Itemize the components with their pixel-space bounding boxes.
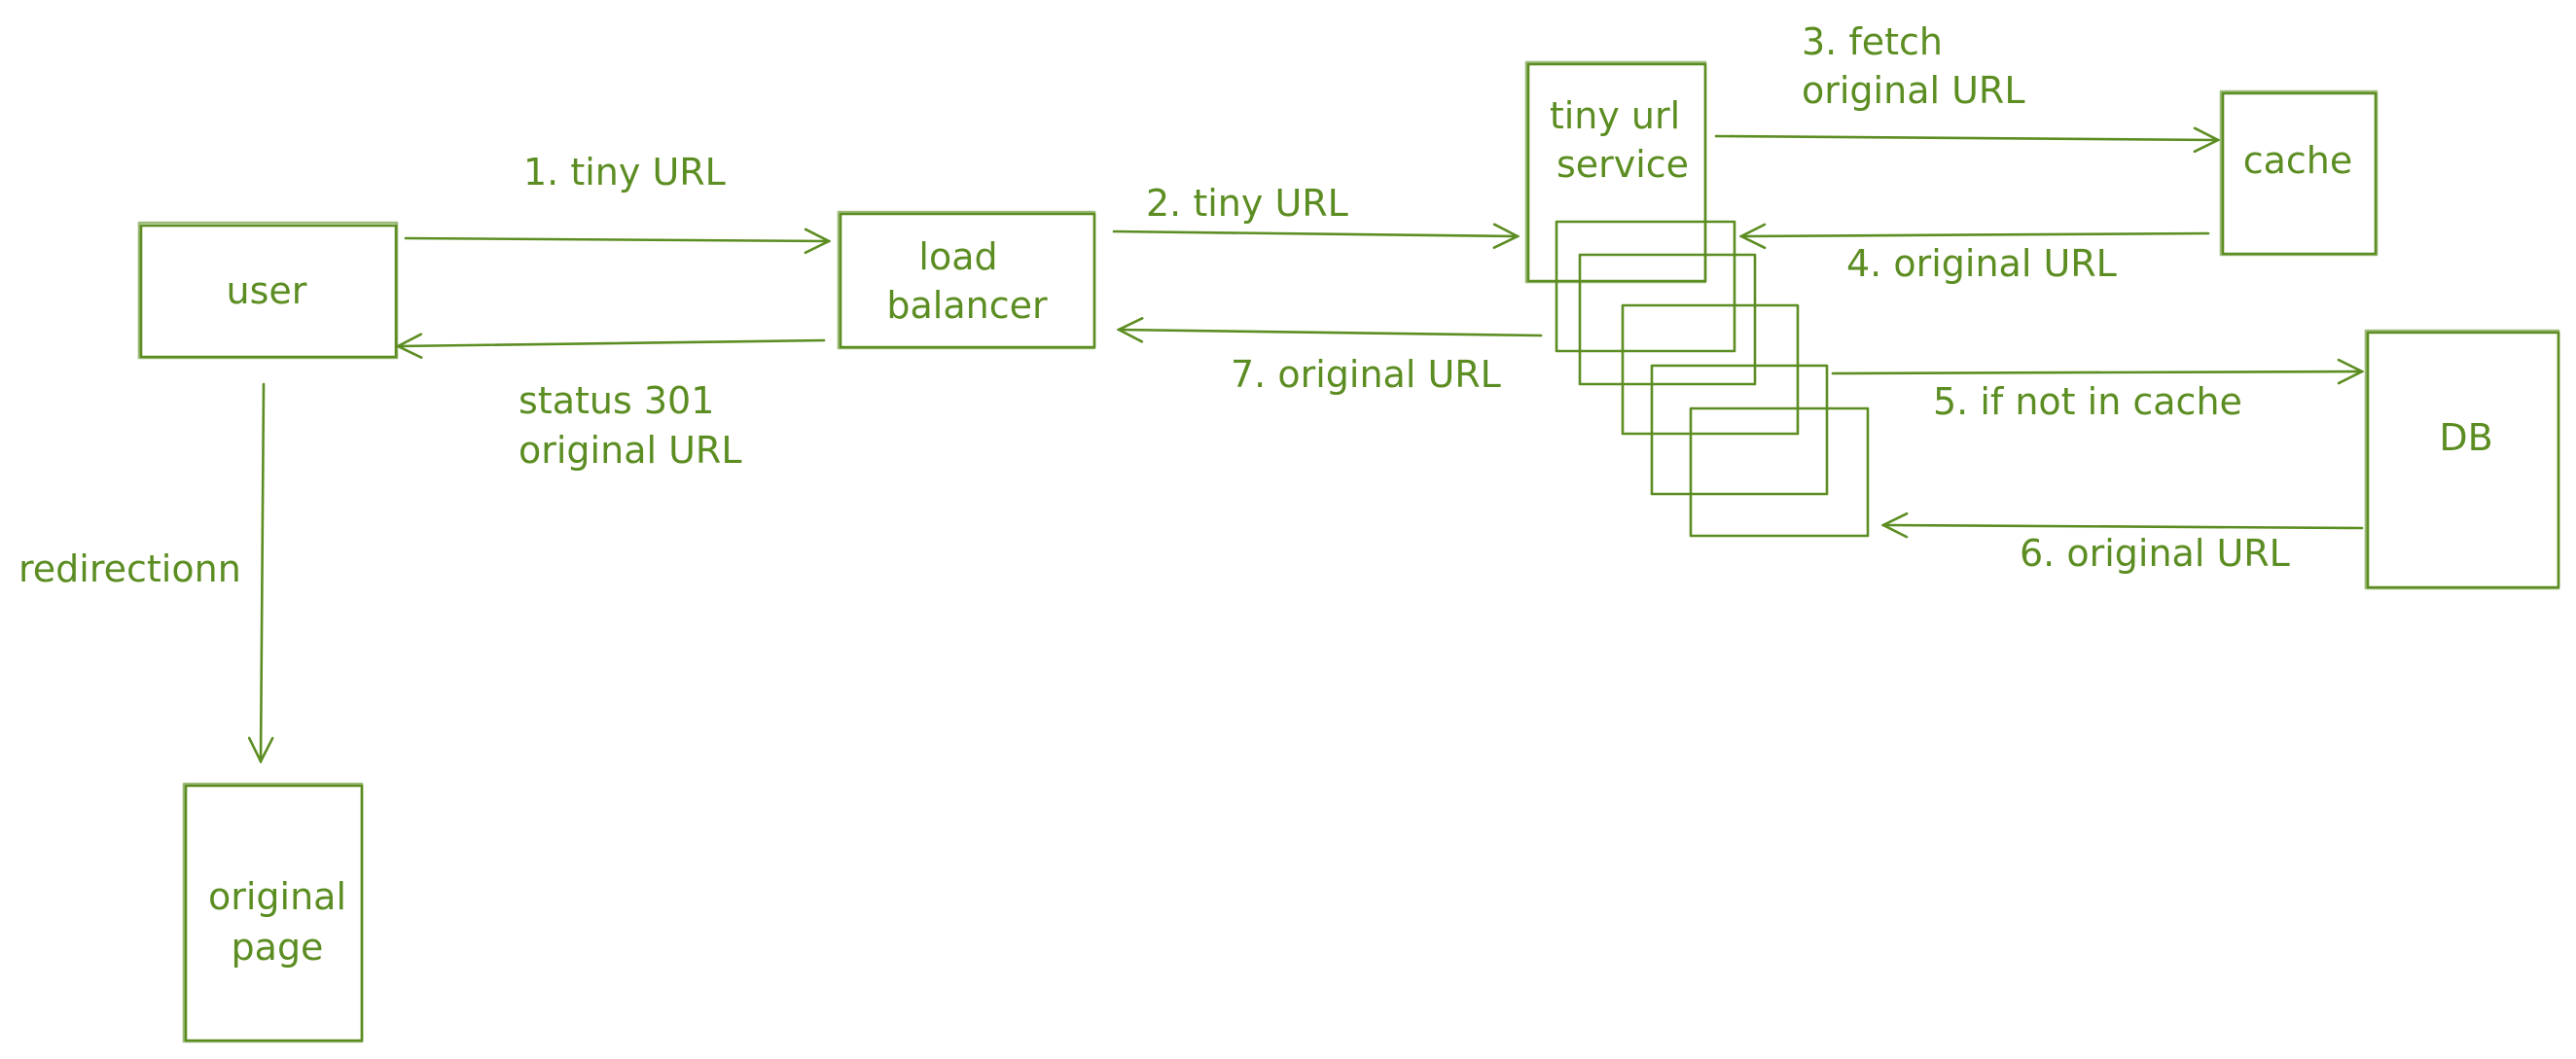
db-label: DB [2439,416,2492,459]
label-step3-line1: 3. fetch [1802,20,1943,63]
arrow-user-to-lb [404,238,829,241]
cache-node: cache [2219,89,2379,257]
load-balancer-node: load balancer [837,210,1096,350]
user-label: user [227,269,307,312]
service-instance-4 [1650,364,1829,496]
service-instances [1555,220,1870,538]
service-instance-2 [1578,253,1757,386]
original-page-node: original page [182,782,364,1043]
arrow-service-to-lb [1119,330,1543,335]
label-step7: 7. original URL [1231,353,1501,396]
label-step2: 2. tiny URL [1146,182,1348,225]
label-response-line1: status 301 [519,379,714,422]
label-step1: 1. tiny URL [523,151,726,194]
label-step6: 6. original URL [2020,532,2290,575]
arrow-lb-to-service [1112,231,1518,236]
label-step4: 4. original URL [1846,242,2117,285]
service-instance-5 [1689,406,1870,538]
label-step5: 5. if not in cache [1933,380,2242,423]
arrow-lb-to-user [398,340,826,346]
tiny-url-service-node: tiny url service [1524,60,1707,284]
original-page-label-line2: page [232,926,324,969]
arrow-service-to-db [1831,371,2362,373]
arrow-cache-to-service [1741,233,2210,236]
arrow-service-to-cache [1714,136,2218,140]
load-balancer-label-line2: balancer [886,284,1048,327]
arrow-db-to-service [1883,525,2364,528]
label-response-line2: original URL [519,429,742,472]
label-step3-line2: original URL [1802,69,2025,112]
cache-label: cache [2243,139,2353,182]
db-node: DB [2364,329,2560,590]
arrow-user-to-original-page [261,382,264,761]
service-instance-3 [1621,303,1800,436]
tiny-url-service-label-line1: tiny url [1550,94,1680,137]
tiny-url-service-label-line2: service [1556,143,1689,186]
user-node: user [137,221,399,360]
load-balancer-label-line1: load [918,235,997,278]
label-redirection: redirectionn [18,547,241,590]
service-instance-1 [1555,220,1736,353]
original-page-label-line1: original [208,875,346,918]
